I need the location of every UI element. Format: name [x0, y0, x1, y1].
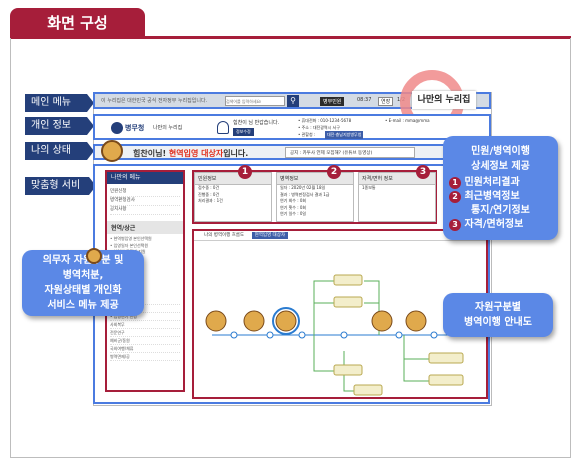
personal-info-bar: 병무청 나만의 누리집 힘찬이 님 반갑습니다. 정보수정 • 휴대전화 : 0… [93, 114, 491, 140]
sidebar-subitem[interactable]: • 현역병입영 본인선택원 [110, 236, 152, 241]
email: • E-mail : mma@mma [385, 118, 430, 123]
status-bar: 힘찬이님! 현역입영 대상자입니다. 공지 : 카투사 언제 모집해? (유튜브… [93, 140, 491, 162]
status-prefix: 힘찬이님! [133, 149, 169, 158]
info-card-line: 연기 횟수 : 0회 [280, 204, 307, 210]
badge-1: 1 [238, 165, 252, 179]
welcome-text: 이 누리집은 대한민국 공식 전자정부 누리집입니다. [101, 98, 208, 104]
callout-detail-line2: 상세정보 제공 [471, 161, 530, 172]
callout-badge-3: 3 [449, 219, 461, 231]
info-card-title: 민원정보 [195, 173, 271, 185]
sidebar-title: 나만의 메뉴 [107, 172, 183, 184]
page-title-tab: 화면 구성 [10, 8, 145, 38]
tab-flow[interactable]: 나의 병역이행 흐름도 [204, 233, 245, 238]
sidebar-item[interactable]: 전문연구 [110, 329, 180, 337]
address: • 주소 : 대전광역시 서구 [298, 125, 340, 130]
callout-menu-line3: 자원상태별 개인화 [44, 285, 122, 296]
tab-target[interactable]: 현역입영 대상자 [251, 232, 288, 239]
badge-3: 3 [416, 165, 430, 179]
info-card-line: 접수중 : 0건 [198, 185, 220, 190]
info-card-line: 1종보통 [362, 185, 376, 190]
info-card-title: 자격/면허 정보 [359, 173, 435, 185]
label-status: 나의 상태 [25, 142, 94, 160]
sidebar-item[interactable]: 사회복무 [110, 321, 180, 329]
badge-2: 2 [327, 165, 341, 179]
info-card-line: 일자 : 2020년 02월 18일 [280, 185, 326, 190]
cards-row [192, 170, 437, 224]
sidebar-item[interactable]: 민원신청 [110, 188, 180, 197]
search-input[interactable] [225, 96, 285, 106]
callout-item3: 자격/면허정보 [464, 219, 524, 230]
callout-menu-line1: 의무자 자원구분 및 [42, 255, 124, 266]
info-card-line: 연기 회수 : 0회 [280, 198, 307, 203]
status-highlight: 현역입영 대상자 [168, 149, 224, 158]
sidebar-section-header[interactable]: 현역/상근 [107, 221, 183, 234]
label-personal: 개인 정보 [25, 117, 94, 135]
status-text: 힘찬이님! 현역입영 대상자입니다. [133, 148, 248, 159]
callout-menu-line4: 서비스 메뉴 제공 [47, 300, 119, 311]
callout-item1: 민원처리결과 [464, 177, 520, 188]
callout-item2a: 최근병역정보 [464, 191, 520, 202]
callout-badge-2: 2 [449, 191, 461, 203]
greeting: 힘찬이 님 반갑습니다. [233, 120, 280, 126]
sidebar-item[interactable]: 국외여행/체류 [110, 345, 180, 353]
office-badge: 대전·충남지방병무청 [325, 131, 364, 139]
mma-logo-icon [111, 122, 123, 134]
callout-guide-line2: 병역이행 안내도 [464, 317, 532, 328]
label-main-menu: 메인 메뉴 [25, 94, 94, 112]
title-underline [10, 36, 571, 39]
sidebar-item[interactable]: • 입영연기 신청 [110, 313, 180, 321]
sidebar-item[interactable]: 병역면제/공 [110, 353, 180, 361]
info-card-line: 진행중 : 0건 [198, 191, 220, 197]
info-card-title: 병역정보 [277, 173, 353, 185]
edit-info-button[interactable]: 정보수정 [233, 128, 254, 136]
info-card-line: 처리결과 : 1건 [198, 198, 223, 203]
sidebar-subitem[interactable]: • 입영일자 본인선택원 [110, 242, 149, 248]
logo-text: 병무청 [125, 124, 145, 132]
info-card-line: 결과 : 병역판정검사 결과 1급 [280, 191, 330, 197]
extend-button[interactable]: 연장 [378, 97, 394, 106]
info-card-line: 연기 일수 : 0일 [280, 211, 307, 216]
tiger-mascot-icon [101, 140, 123, 162]
sidebar-item[interactable]: 예비군/동원 [110, 337, 180, 345]
phone: • 휴대전화 : 010-1234-5678 [298, 118, 352, 123]
office-label: • 관할청 : [298, 132, 316, 137]
my-nurijip-button[interactable]: 나만의 누리집 [412, 91, 476, 109]
flow-diagram [205, 274, 464, 396]
callout-guide-line1: 자원구분별 [475, 302, 521, 313]
label-custom-service: 맞춤형 서비스 [25, 177, 96, 209]
search-icon[interactable]: ⚲ [287, 95, 299, 107]
timeline-tabs: 나의 병역이행 흐름도 현역입영 대상자 [194, 231, 486, 241]
timeline-panel: 나의 병역이행 흐름도 현역입영 대상자 [192, 229, 488, 399]
callout-detail-line1: 민원/병역이행 [471, 146, 530, 157]
logo-subtitle: 나만의 누리집 [153, 125, 183, 131]
session-time: 08:37 [357, 97, 372, 103]
civil-menu[interactable]: 병무민원 [320, 97, 345, 106]
sidebar-item[interactable]: 공지사항 [110, 206, 180, 215]
notice[interactable]: 공지 : 카투사 언제 모집해? (유튜브 동영상) [285, 147, 415, 158]
mascot-left-icon [86, 248, 102, 264]
callout-item2b: 통지/연기정보 [471, 205, 530, 216]
callout-badge-1: 1 [449, 177, 461, 189]
user-icon [217, 121, 229, 134]
callout-guide: 자원구분별 병역이행 안내도 [443, 293, 553, 337]
callout-detail: 민원/병역이행 상세정보 제공 1 민원처리결과 2 최근병역정보 통지/연기정… [443, 136, 558, 240]
status-suffix: 입니다. [223, 149, 249, 158]
sidebar-item[interactable]: 병역판정검사 [110, 197, 180, 206]
frame [10, 38, 571, 458]
callout-menu: 의무자 자원구분 및 병역처분, 자원상태별 개인화 서비스 메뉴 제공 [22, 250, 144, 316]
callout-menu-line2: 병역처분, [62, 270, 104, 281]
main-menu-bar: 이 누리집은 대한민국 공식 전자정부 누리집입니다. ⚲ 병무민원 08:37… [93, 92, 491, 109]
